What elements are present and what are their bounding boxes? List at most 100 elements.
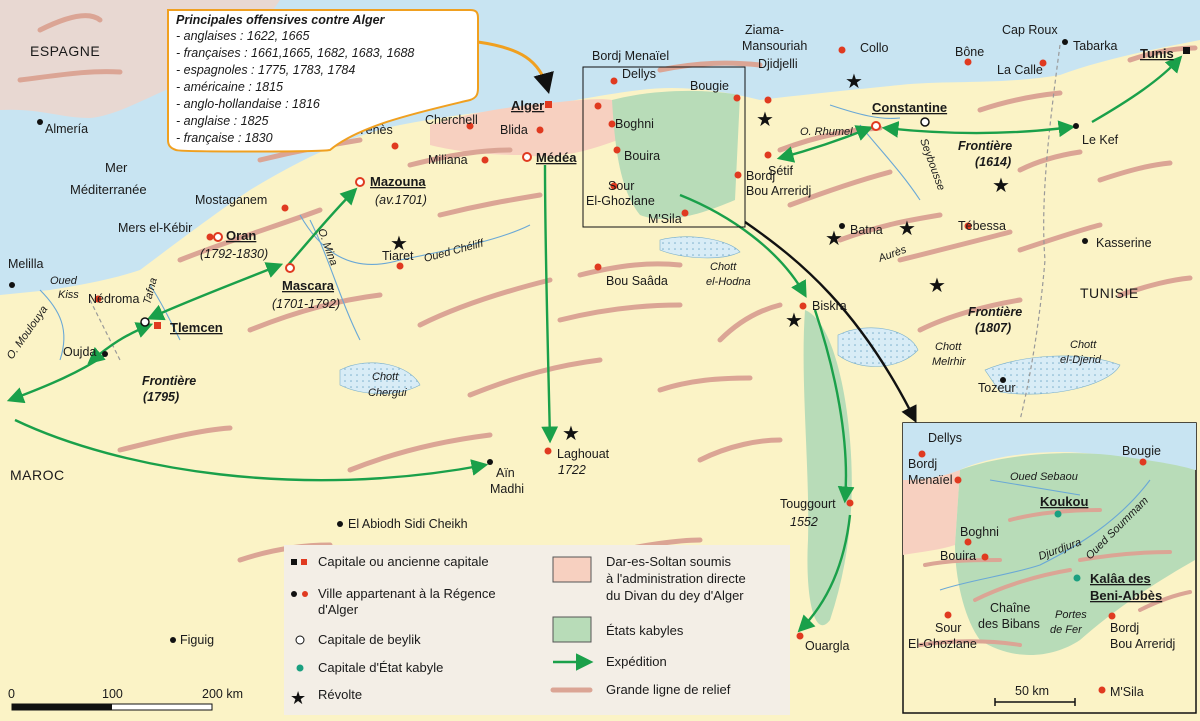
label-frontiere-1795: Frontière [142, 374, 196, 388]
svg-text:★: ★ [785, 308, 803, 332]
svg-text:★: ★ [390, 231, 408, 255]
inset-sour-2: El-Ghozlane [908, 637, 977, 651]
label-tunis: Tunis [1140, 46, 1174, 61]
legend-dar-1: Dar-es-Soltan soumis [606, 554, 731, 569]
revolt-stars: ★★★ ★★★ ★★★ [390, 69, 1010, 445]
inset-oued-sebaou: Oued Sebaou [1010, 471, 1078, 483]
inset-bordj-1: Bordj [908, 457, 937, 471]
offensives-line-3: - espagnoles : 1775, 1783, 1784 [176, 63, 355, 77]
inset-bordj-2: Menaïel [908, 473, 952, 487]
svg-text:★: ★ [928, 273, 946, 297]
label-chott-melrhir-1: Chott [935, 341, 962, 353]
label-oued-cheliff: Oued Chéliff [423, 237, 486, 265]
legend: Capitale ou ancienne capitale Ville appa… [284, 545, 790, 715]
svg-text:100: 100 [102, 687, 123, 701]
label-maroc: MAROC [10, 467, 65, 483]
label-ziama-1: Ziama- [745, 23, 784, 37]
inset-map: Dellys Bordj Menaïel Oued Sebaou Bougie … [902, 422, 1197, 714]
label-sour-1: Sour [608, 179, 634, 193]
inset-source-frame [582, 66, 746, 228]
label-djidjelli: Djidjelli [758, 57, 798, 71]
label-o-rhumel: O. Rhumel [800, 126, 853, 138]
svg-text:★: ★ [845, 69, 863, 93]
label-chott-hodna-2: el-Hodna [706, 276, 751, 288]
label-msila: M'Sila [648, 212, 682, 226]
inset-leader-line [744, 221, 917, 424]
legend-capitale: Capitale ou ancienne capitale [318, 554, 489, 569]
label-bordj-menaiel: Bordj Menaïel [592, 49, 669, 63]
kabyle-states-area [612, 90, 740, 220]
label-medea: Médéa [536, 150, 577, 165]
label-o-moulouya: O. Moulouya [5, 304, 51, 362]
label-cap-roux: Cap Roux [1002, 23, 1058, 37]
frontiers [89, 44, 1061, 421]
label-mazouna: Mazouna [370, 174, 426, 189]
offensives-line-1: - anglaises : 1622, 1665 [176, 29, 309, 43]
label-frontiere-1795-date: (1795) [143, 390, 179, 404]
label-frontiere-1807: Frontière [968, 305, 1022, 319]
label-touggourt: Touggourt [780, 497, 836, 511]
label-bba-1: Bordj [746, 169, 775, 183]
legend-etats: États kabyles [606, 623, 684, 638]
label-boghni: Boghni [615, 117, 654, 131]
label-sea-2: Méditerranée [70, 182, 147, 197]
label-bba-2: Bou Arreridj [746, 184, 811, 198]
label-mascara: Mascara [282, 278, 335, 293]
inset-kalaa-1: Kalâa des [1090, 571, 1151, 586]
label-collo: Collo [860, 41, 889, 55]
legend-beylik: Capitale de beylik [318, 632, 421, 647]
inset-portes-2: de Fer [1050, 624, 1083, 636]
label-ain-madhi-1: Aïn [496, 466, 515, 480]
inset-bouira: Bouira [940, 549, 976, 563]
offensives-line-6: - anglaise : 1825 [176, 114, 268, 128]
label-oued-kiss-1: Oued [50, 275, 78, 287]
label-le-kef: Le Kef [1082, 133, 1119, 147]
label-la-calle: La Calle [997, 63, 1043, 77]
inset-kalaa-2: Beni-Abbès [1090, 588, 1162, 603]
offensives-box: Principales offensives contre Alger - an… [167, 9, 479, 153]
offensives-title: Principales offensives contre Alger [176, 13, 386, 27]
scale-bar: 0 100 200 km [8, 687, 243, 711]
label-almeria: Almería [45, 122, 88, 136]
label-chott-hodna-1: Chott [710, 261, 737, 273]
label-tozeur: Tozeur [978, 381, 1016, 395]
label-frontiere-1807-date: (1807) [975, 321, 1011, 335]
label-nedroma: Nédroma [88, 292, 139, 306]
inset-dellys: Dellys [928, 431, 962, 445]
label-figuig: Figuig [180, 633, 214, 647]
label-el-abiodh: El Abiodh Sidi Cheikh [348, 517, 468, 531]
label-chott-melrhir-2: Melrhir [932, 356, 967, 368]
inset-chaine-1: Chaîne [990, 601, 1030, 615]
label-biskra: Biskra [812, 299, 847, 313]
offensives-line-5: - anglo-hollandaise : 1816 [176, 97, 320, 111]
label-espagne: ESPAGNE [30, 43, 100, 59]
label-miliana: Miliana [428, 153, 468, 167]
label-chott-djerid-1: Chott [1070, 339, 1097, 351]
label-bou-saada: Bou Saâda [606, 274, 668, 288]
label-kasserine: Kasserine [1096, 236, 1152, 250]
label-o-mina: O. Mina [315, 227, 339, 267]
label-setif: Sétif [768, 164, 794, 178]
legend-ville-1: Ville appartenant à la Régence [318, 586, 496, 601]
inset-portes-1: Portes [1055, 609, 1087, 621]
legend-dar-3: du Divan du dey d'Alger [606, 588, 744, 603]
svg-text:★: ★ [756, 107, 774, 131]
expedition-arrows [6, 55, 1183, 633]
label-chott-djerid-2: el-Djerid [1060, 354, 1102, 366]
label-chott-chergui-2: Chergui [368, 387, 407, 399]
svg-text:★: ★ [290, 688, 306, 709]
label-ain-madhi-2: Madhi [490, 482, 524, 496]
label-cherchell: Cherchell [425, 113, 478, 127]
label-chott-chergui-1: Chott [372, 371, 399, 383]
label-mazouna-date: (av.1701) [375, 193, 427, 207]
svg-text:★: ★ [992, 173, 1010, 197]
label-sea-1: Mer [105, 160, 128, 175]
label-batna: Batna [850, 223, 883, 237]
label-oran: Oran [226, 228, 256, 243]
inset-scale: 50 km [1015, 684, 1049, 698]
label-melilla: Melilla [8, 257, 43, 271]
label-bouira: Bouira [624, 149, 660, 163]
legend-kabyle-cap: Capitale d'État kabyle [318, 660, 443, 675]
offensives-line-7: - française : 1830 [176, 131, 273, 145]
